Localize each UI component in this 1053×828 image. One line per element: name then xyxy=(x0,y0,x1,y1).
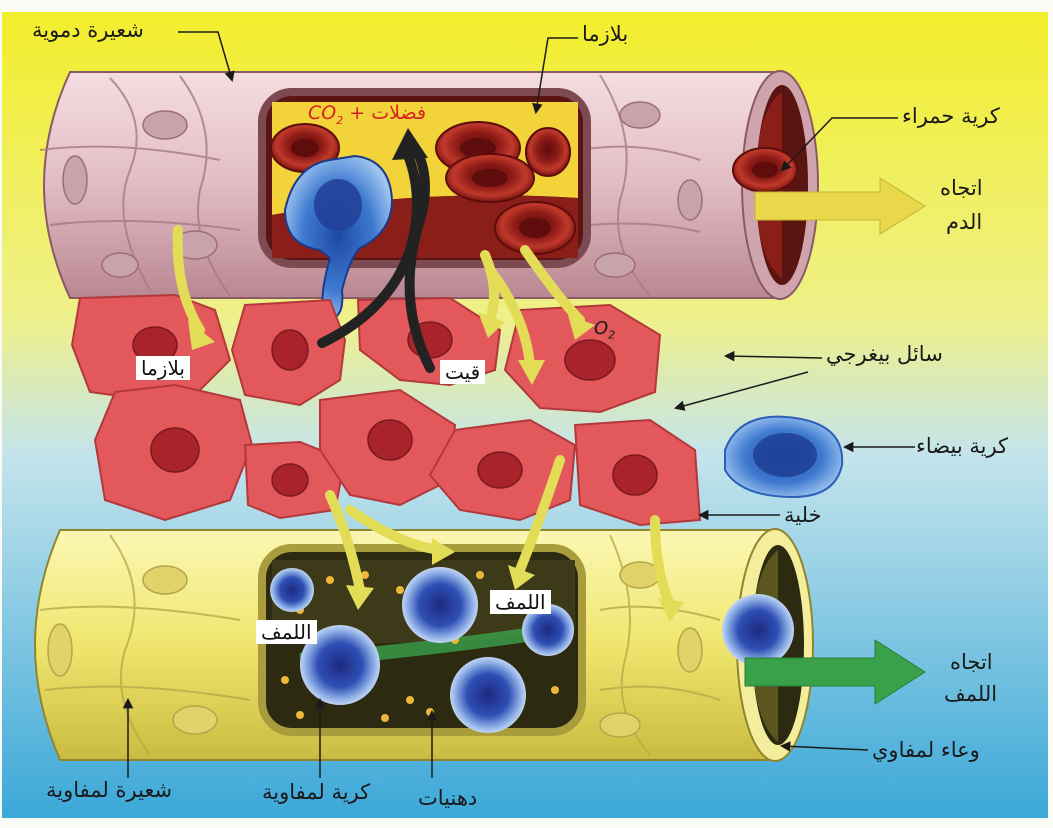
label-cell: خلية xyxy=(784,505,822,526)
label-interstitial-fluid: سائل بيغرجي xyxy=(826,344,943,365)
label-blood-direction-1: اتجاه xyxy=(940,178,983,199)
label-lymph-vessel: وعاء لمفاوي xyxy=(872,740,980,761)
label-lymph-direction-1: اتجاه xyxy=(950,652,993,673)
white-blood-cell xyxy=(725,417,842,497)
label-plasma-box: بلازما xyxy=(136,356,190,380)
o2-symbol: O xyxy=(594,318,608,339)
label-white-blood-cell: كرية بيضاء xyxy=(916,436,1008,457)
waste-text: فضلات + xyxy=(349,102,426,124)
label-lymph-capillary: شعيرة لمفاوية xyxy=(46,780,172,801)
label-red-blood-cell: كرية حمراء xyxy=(902,106,1000,127)
label-lymph-direction-2: اللمف xyxy=(944,684,997,705)
label-oxygen: O2 xyxy=(594,320,615,341)
label-lymph-box-right: اللمف xyxy=(490,590,551,614)
label-blood-direction-2: الدم xyxy=(946,212,982,233)
label-waste-co2: CO2 فضلات + xyxy=(308,104,426,126)
label-lymphocyte: كرية لمفاوية xyxy=(262,782,370,803)
label-fats: دهنيات xyxy=(418,788,477,809)
label-blood-capillary: شعيرة دموية xyxy=(32,20,144,41)
lymph-capillary xyxy=(35,529,813,761)
co2-subscript: 2 xyxy=(336,114,343,127)
label-plasma-top: بلازما xyxy=(582,24,628,45)
co2-symbol: CO xyxy=(308,102,336,124)
o2-subscript: 2 xyxy=(608,329,615,342)
label-lymph-box-left: اللمف xyxy=(256,620,317,644)
label-pus-box: قيت xyxy=(440,360,485,384)
